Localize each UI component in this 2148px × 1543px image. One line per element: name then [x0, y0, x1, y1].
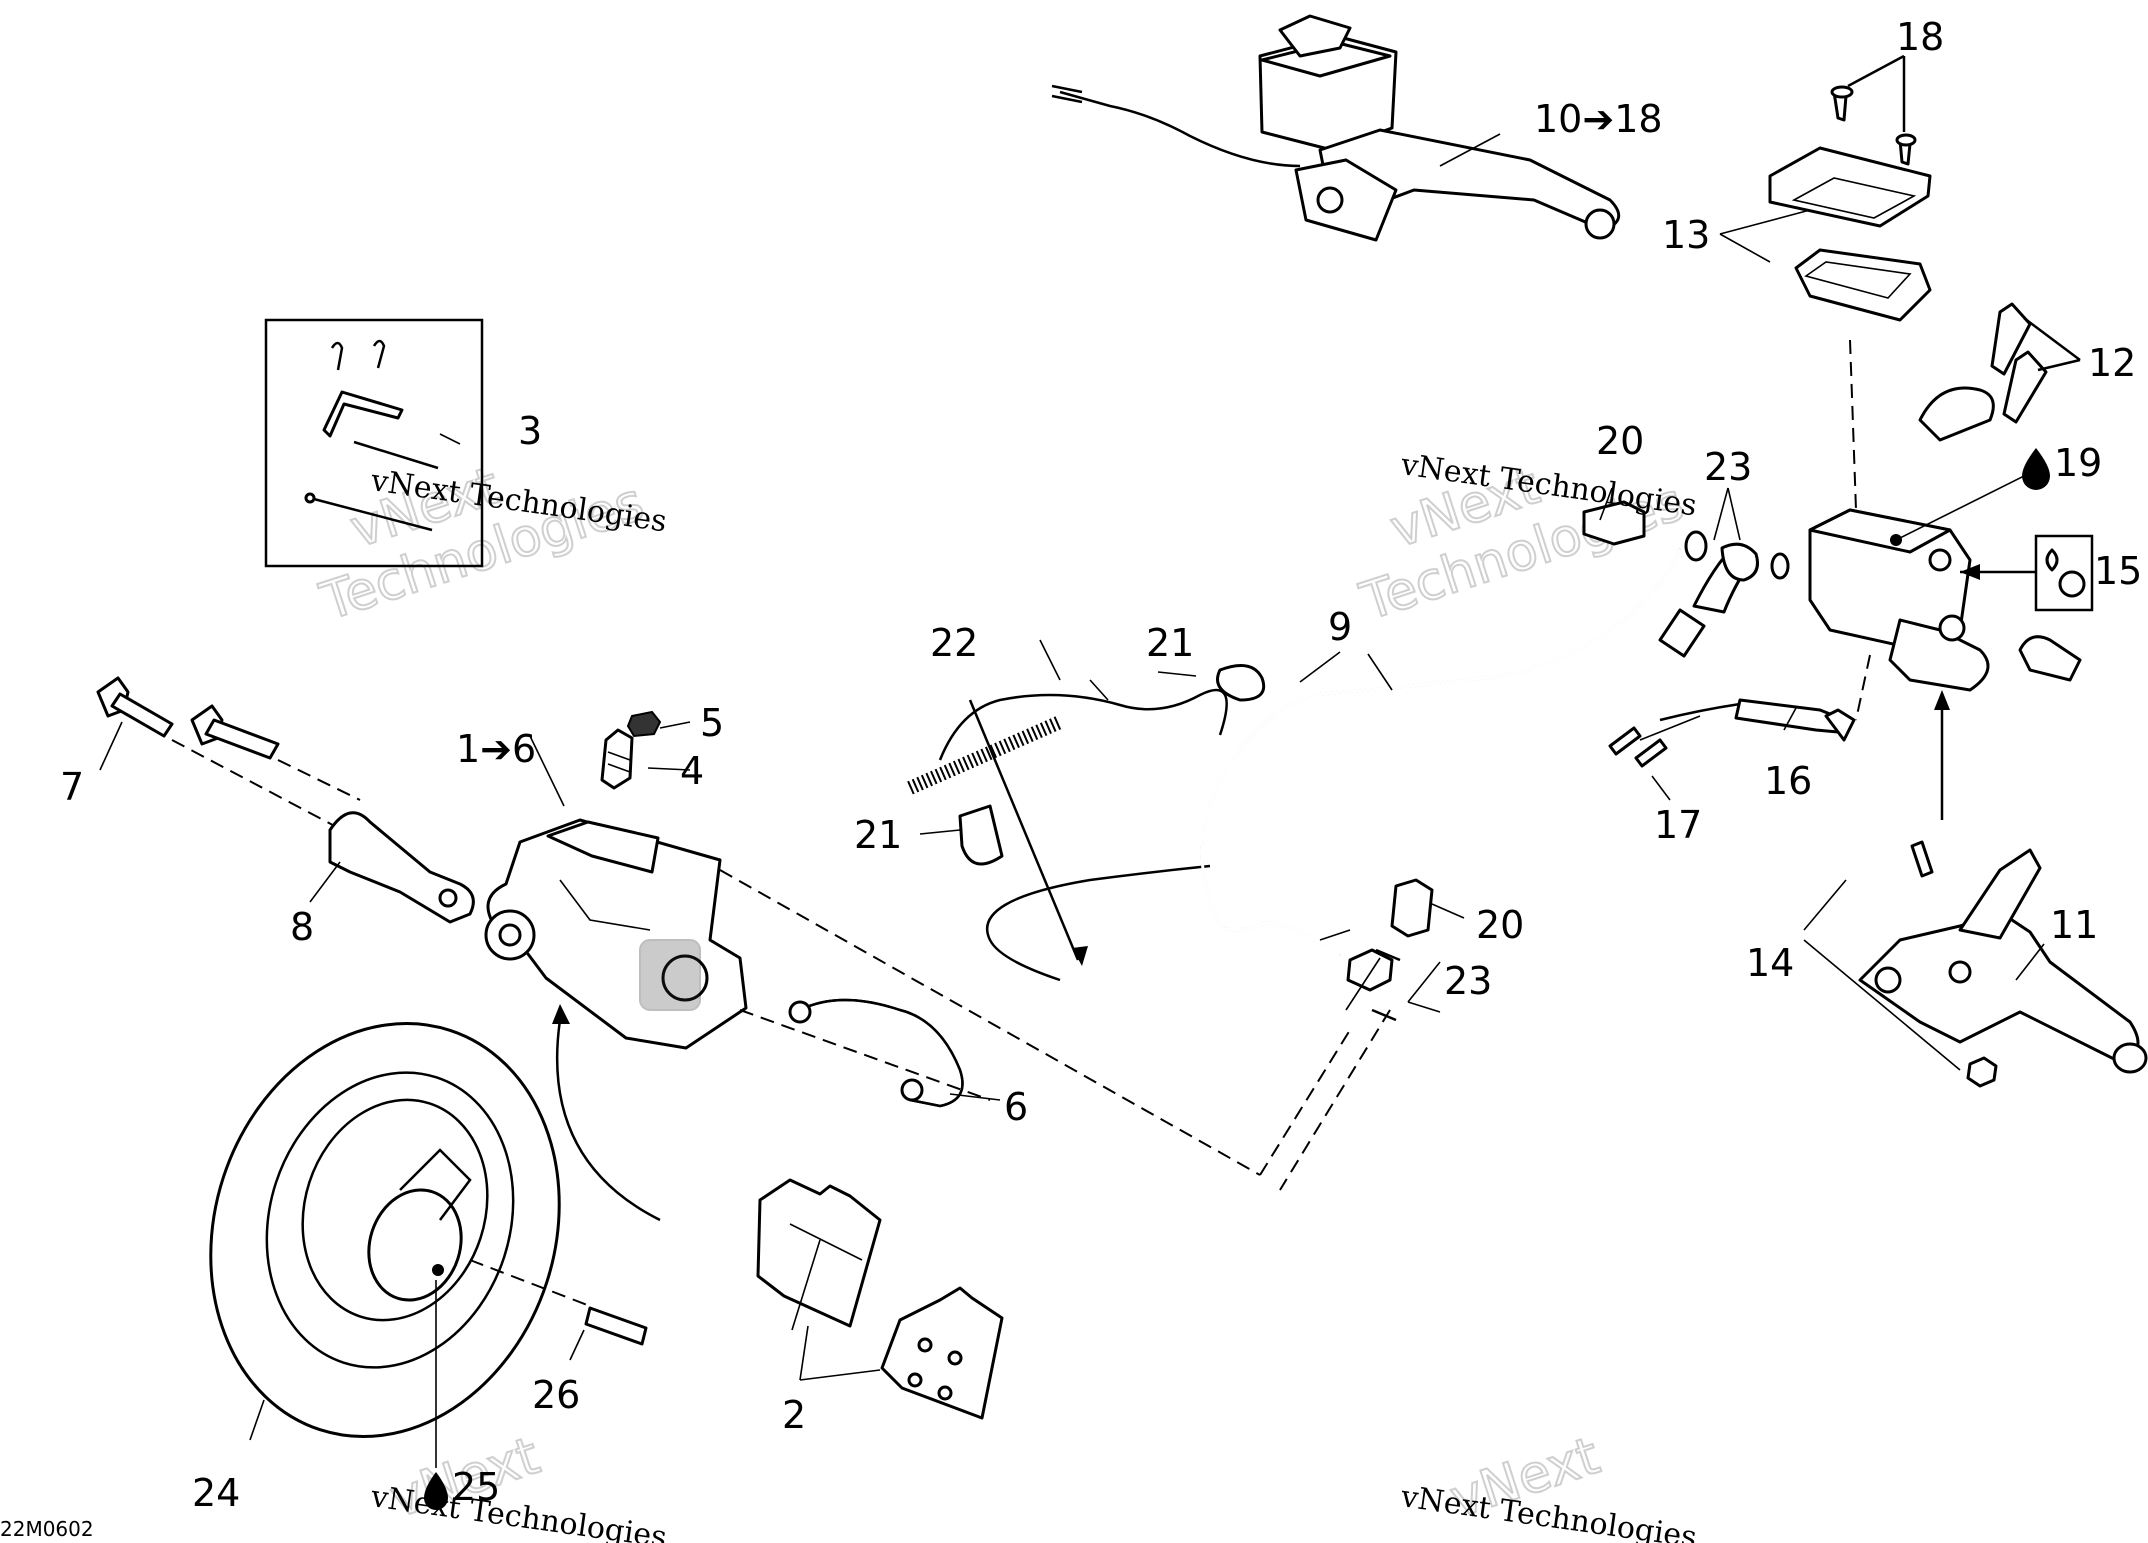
kit-box-part-3	[264, 318, 484, 568]
callout-20-lower: 20	[1476, 903, 1524, 947]
leader-lines	[99, 133, 2045, 1468]
screws-part-18	[1830, 54, 1917, 166]
callout-9: 9	[1328, 605, 1352, 649]
switch-part-16	[1659, 698, 1856, 742]
callout-21-lower: 21	[854, 813, 902, 857]
clamp-part-12	[1918, 302, 2081, 442]
connector-part-17	[1608, 715, 1701, 768]
master-cylinder-assembly-top	[1051, 14, 1621, 242]
callout-13: 13	[1662, 213, 1710, 257]
callout-6: 6	[1004, 1085, 1028, 1129]
clamp-part-21-b	[958, 804, 1004, 866]
clamp-part-21-a	[1216, 664, 1266, 702]
brake-caliper-assembly	[484, 818, 748, 1050]
bleeder-cap-part-5	[626, 710, 662, 738]
callout-19: 19	[2054, 441, 2102, 485]
callout-26: 26	[532, 1373, 580, 1417]
inset-box-part-15	[1960, 534, 2094, 612]
callout-25: 25	[452, 1465, 500, 1509]
callout-20-upper: 20	[1596, 419, 1644, 463]
callout-5: 5	[700, 701, 724, 745]
callout-23-upper: 23	[1704, 445, 1752, 489]
brake-disc-part-24	[209, 1021, 561, 1439]
brake-line-part-9	[1200, 544, 1756, 957]
banjo-bolt-part-20-lower	[1345, 878, 1434, 1022]
master-cylinder-assembly-right	[1808, 339, 1990, 721]
callout-labels: 1➔6 2 3 4 5 6 7 8 9 10➔18 11 12 13 14 15…	[60, 15, 2142, 1515]
callout-8: 8	[290, 905, 314, 949]
callout-11: 11	[2050, 903, 2098, 947]
reservoir-cover-part-13	[1768, 146, 1932, 322]
drop-icon	[2022, 448, 2050, 490]
callout-21-upper: 21	[1146, 621, 1194, 665]
banjo-bolt-part-20-upper	[1582, 500, 1790, 582]
callout-24: 24	[192, 1471, 240, 1515]
callout-25-group: 25	[424, 1465, 500, 1510]
diagram-code: 22M0602	[0, 1517, 94, 1541]
callout-14: 14	[1746, 941, 1794, 985]
callout-18: 18	[1896, 15, 1944, 59]
callout-12: 12	[2088, 341, 2136, 385]
callout-15: 15	[2094, 549, 2142, 593]
callout-3: 3	[518, 409, 542, 453]
callout-23-lower: 23	[1444, 959, 1492, 1003]
bolts-part-7	[96, 676, 381, 851]
bracket-part-8	[328, 811, 475, 924]
key-part-26	[469, 1259, 648, 1346]
bleeder-screw-part-4	[600, 728, 634, 790]
dust-boot	[2018, 635, 2082, 682]
brake-line-part-6	[788, 998, 964, 1108]
callout-1-to-6: 1➔6	[456, 727, 536, 771]
protection-hose-part-22	[898, 688, 1228, 982]
callout-4: 4	[680, 749, 704, 793]
callout-17: 17	[1654, 803, 1702, 847]
brake-lever-part-11	[1858, 690, 2148, 1088]
callout-19-group: 19	[2022, 441, 2102, 490]
drop-icon	[424, 1472, 448, 1510]
callout-2: 2	[782, 1393, 806, 1437]
callout-7: 7	[60, 765, 84, 809]
brake-pads-part-2	[756, 1178, 1004, 1420]
callout-22: 22	[930, 621, 978, 665]
callout-10-to-18: 10➔18	[1534, 97, 1663, 141]
callout-16: 16	[1764, 759, 1812, 803]
